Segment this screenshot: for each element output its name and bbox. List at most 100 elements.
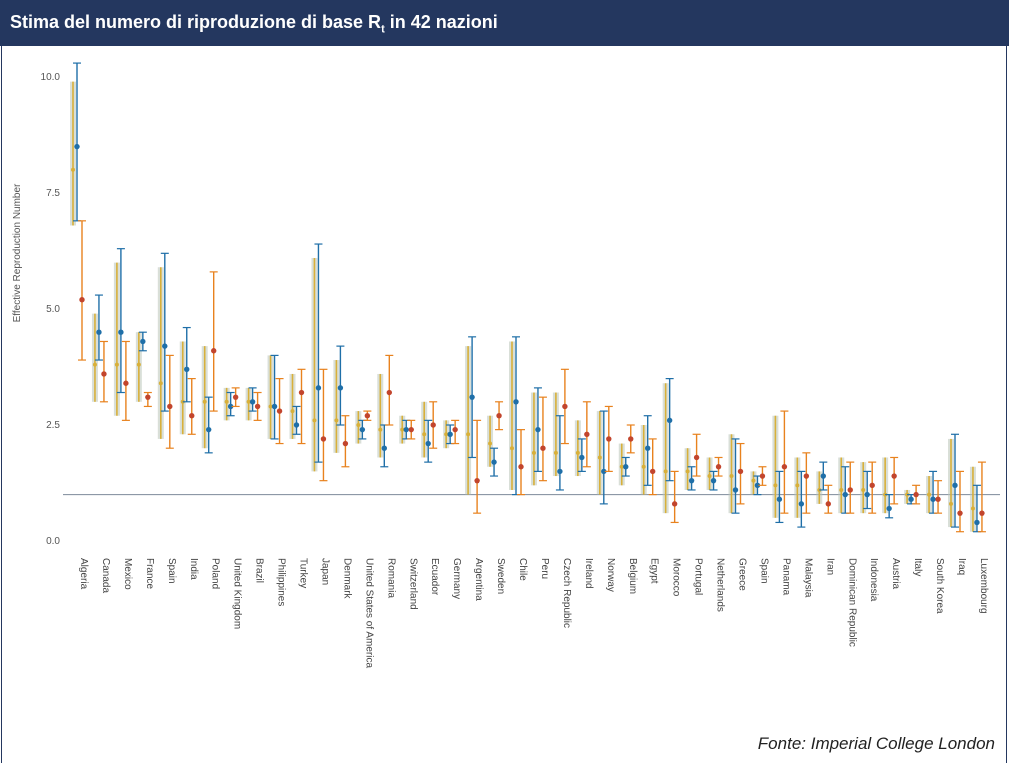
orange-point	[276, 408, 283, 414]
orange-point	[825, 501, 831, 507]
orange-point	[540, 445, 546, 451]
orange-point	[584, 431, 590, 437]
blue-point	[249, 399, 256, 405]
header-bar: Stima del numero di riproduzione di base…	[0, 0, 1009, 46]
blue-point	[491, 459, 497, 465]
blue-point	[776, 496, 783, 502]
orange-point	[430, 422, 436, 428]
blue-point	[886, 505, 892, 512]
yellow-point	[114, 362, 119, 367]
chart-title: Stima del numero di riproduzione di base…	[10, 12, 498, 36]
blue-point	[952, 482, 958, 489]
blue-point	[184, 366, 190, 373]
yellow-point	[707, 474, 712, 479]
country-label: Norway	[605, 558, 616, 592]
country-label: Peru	[539, 558, 550, 579]
country-label: Malaysia	[802, 558, 813, 598]
country-label: India	[188, 558, 199, 580]
y-axis-title: Effective Reproduction Number	[12, 183, 23, 322]
orange-point	[606, 436, 612, 442]
orange-point	[254, 403, 261, 410]
orange-point	[518, 464, 524, 470]
orange-point	[189, 413, 195, 419]
yellow-point	[488, 441, 493, 446]
country-label: Spain	[758, 558, 769, 584]
yellow-point	[246, 399, 251, 404]
yellow-point	[312, 418, 317, 423]
orange-point	[408, 426, 414, 433]
blue-point	[227, 403, 234, 410]
orange-point	[759, 473, 766, 479]
orange-point	[781, 464, 788, 470]
yellow-point	[597, 455, 602, 460]
yellow-point	[400, 427, 405, 432]
blue-point	[293, 422, 300, 428]
orange-point	[298, 389, 305, 396]
orange-point	[693, 454, 700, 461]
y-axis: 0.02.55.07.510.0	[41, 72, 61, 547]
orange-point	[232, 394, 239, 400]
blue-point	[974, 519, 980, 526]
country-label: France	[144, 558, 155, 590]
blue-point	[535, 426, 541, 433]
blue-point	[579, 454, 585, 461]
orange-point	[364, 413, 371, 419]
blue-point	[74, 143, 80, 150]
country-label: Sweden	[495, 558, 506, 594]
country-label: Dominican Republic	[846, 558, 857, 647]
yellow-point	[290, 409, 295, 414]
title-subscript: t	[381, 23, 385, 36]
country-label: Switzerland	[407, 558, 418, 610]
yellow-point	[356, 423, 361, 427]
country-label: Ireland	[583, 558, 594, 589]
country-label: Luxembourg	[978, 558, 989, 614]
country-label: United States of America	[363, 558, 374, 668]
yellow-point	[729, 474, 734, 479]
country-label: Canada	[100, 558, 111, 593]
orange-point	[386, 389, 392, 396]
blue-point	[601, 468, 607, 475]
country-label: Philippines	[276, 558, 287, 606]
country-label: Spain	[166, 558, 177, 584]
orange-point	[167, 403, 173, 410]
country-label: Argentina	[473, 558, 484, 601]
blue-point	[557, 468, 563, 475]
title-main: Stima del numero di riproduzione di base…	[10, 12, 382, 32]
title-end: in 42 nazioni	[384, 12, 498, 32]
yellow-point	[71, 167, 75, 172]
blue-point	[842, 491, 848, 498]
blue-point	[315, 385, 322, 391]
country-label: Austria	[890, 558, 901, 590]
country-label: Czech Republic	[561, 558, 572, 628]
blue-point	[271, 403, 278, 410]
y-tick-label: 5.0	[46, 304, 60, 315]
country-label: Indonesia	[868, 558, 879, 602]
yellow-point	[773, 483, 778, 488]
blue-point	[645, 445, 651, 451]
yellow-point	[641, 464, 646, 469]
blue-point	[732, 487, 739, 493]
country-label: Algeria	[78, 558, 89, 590]
yellow-point	[751, 478, 756, 483]
country-label: Poland	[210, 558, 221, 589]
country-label: Portugal	[693, 558, 704, 595]
yellow-point	[378, 427, 383, 432]
blue-point	[820, 473, 826, 479]
blue-point	[513, 399, 519, 405]
blue-point	[337, 385, 344, 391]
orange-point	[671, 501, 678, 507]
country-label: Greece	[737, 558, 748, 591]
country-label: Italy	[912, 558, 923, 576]
blue-point	[688, 477, 695, 484]
country-label: Netherlands	[715, 558, 726, 612]
country-label: Belgium	[627, 558, 638, 594]
yellow-point	[422, 432, 427, 437]
source-note: Fonte: Imperial College London	[757, 734, 995, 753]
yellow-point	[444, 432, 449, 437]
orange-point	[935, 496, 941, 502]
yellow-point	[224, 399, 229, 404]
yellow-point	[158, 381, 163, 386]
orange-point	[101, 371, 107, 377]
